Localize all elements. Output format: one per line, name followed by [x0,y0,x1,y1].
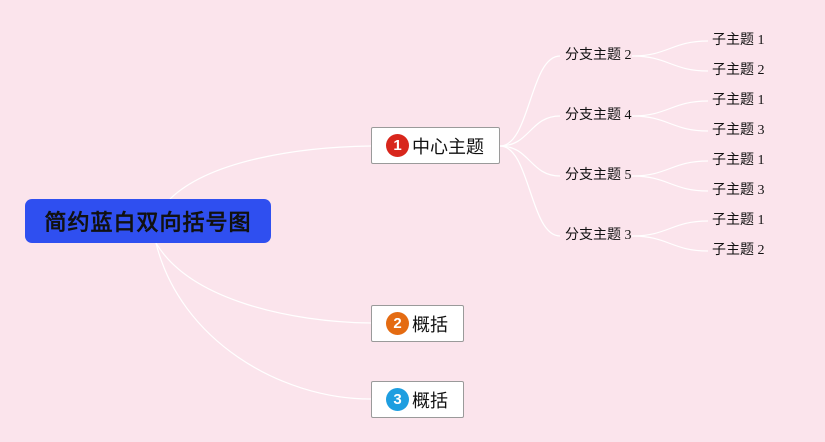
branch-topic-3[interactable]: 分支主题 3 [565,228,632,243]
connector-center-to-branch [499,115,561,147]
connector-root-to-center [169,145,372,200]
branch-topic-5[interactable]: 分支主题 5 [565,168,632,183]
connector-branch-to-subtopic [631,100,709,117]
connector-center-to-branch [499,145,561,237]
subtopic[interactable]: 子主题 3 [712,123,765,138]
topic-summary-3-label: 概括 [412,390,448,412]
connector-branch-to-subtopic [631,40,709,57]
subtopic[interactable]: 子主题 1 [712,213,765,228]
connector-root-to-summary-2 [155,242,372,324]
subtopic[interactable]: 子主题 2 [712,63,765,78]
number-2-badge-icon: 2 [386,312,409,335]
topic-summary-2-label: 概括 [412,314,448,336]
connector-branch-to-subtopic [631,175,709,192]
topic-center-label: 中心主题 [412,136,484,158]
branch-topic-2[interactable]: 分支主题 2 [565,48,632,63]
root-topic-label: 简约蓝白双向括号图 [44,211,252,236]
branch-topic-4[interactable]: 分支主题 4 [565,108,632,123]
root-topic[interactable]: 简约蓝白双向括号图 [25,199,271,243]
subtopic[interactable]: 子主题 1 [712,153,765,168]
subtopic[interactable]: 子主题 1 [712,93,765,108]
topic-center[interactable]: 1 中心主题 [371,127,500,164]
connector-branch-to-subtopic [631,160,709,177]
topic-summary-3[interactable]: 3 概括 [371,381,464,418]
connector-branch-to-subtopic [631,220,709,237]
subtopic[interactable]: 子主题 1 [712,33,765,48]
connector-branch-to-subtopic [631,115,709,132]
connector-branch-to-subtopic [631,235,709,252]
subtopic[interactable]: 子主题 3 [712,183,765,198]
connector-center-to-branch [499,55,561,147]
connector-branch-to-subtopic [631,55,709,72]
topic-summary-2[interactable]: 2 概括 [371,305,464,342]
connector-root-to-summary-3 [155,242,372,400]
subtopic[interactable]: 子主题 2 [712,243,765,258]
connector-center-to-branch [499,145,561,177]
number-3-badge-icon: 3 [386,388,409,411]
number-1-badge-icon: 1 [386,134,409,157]
